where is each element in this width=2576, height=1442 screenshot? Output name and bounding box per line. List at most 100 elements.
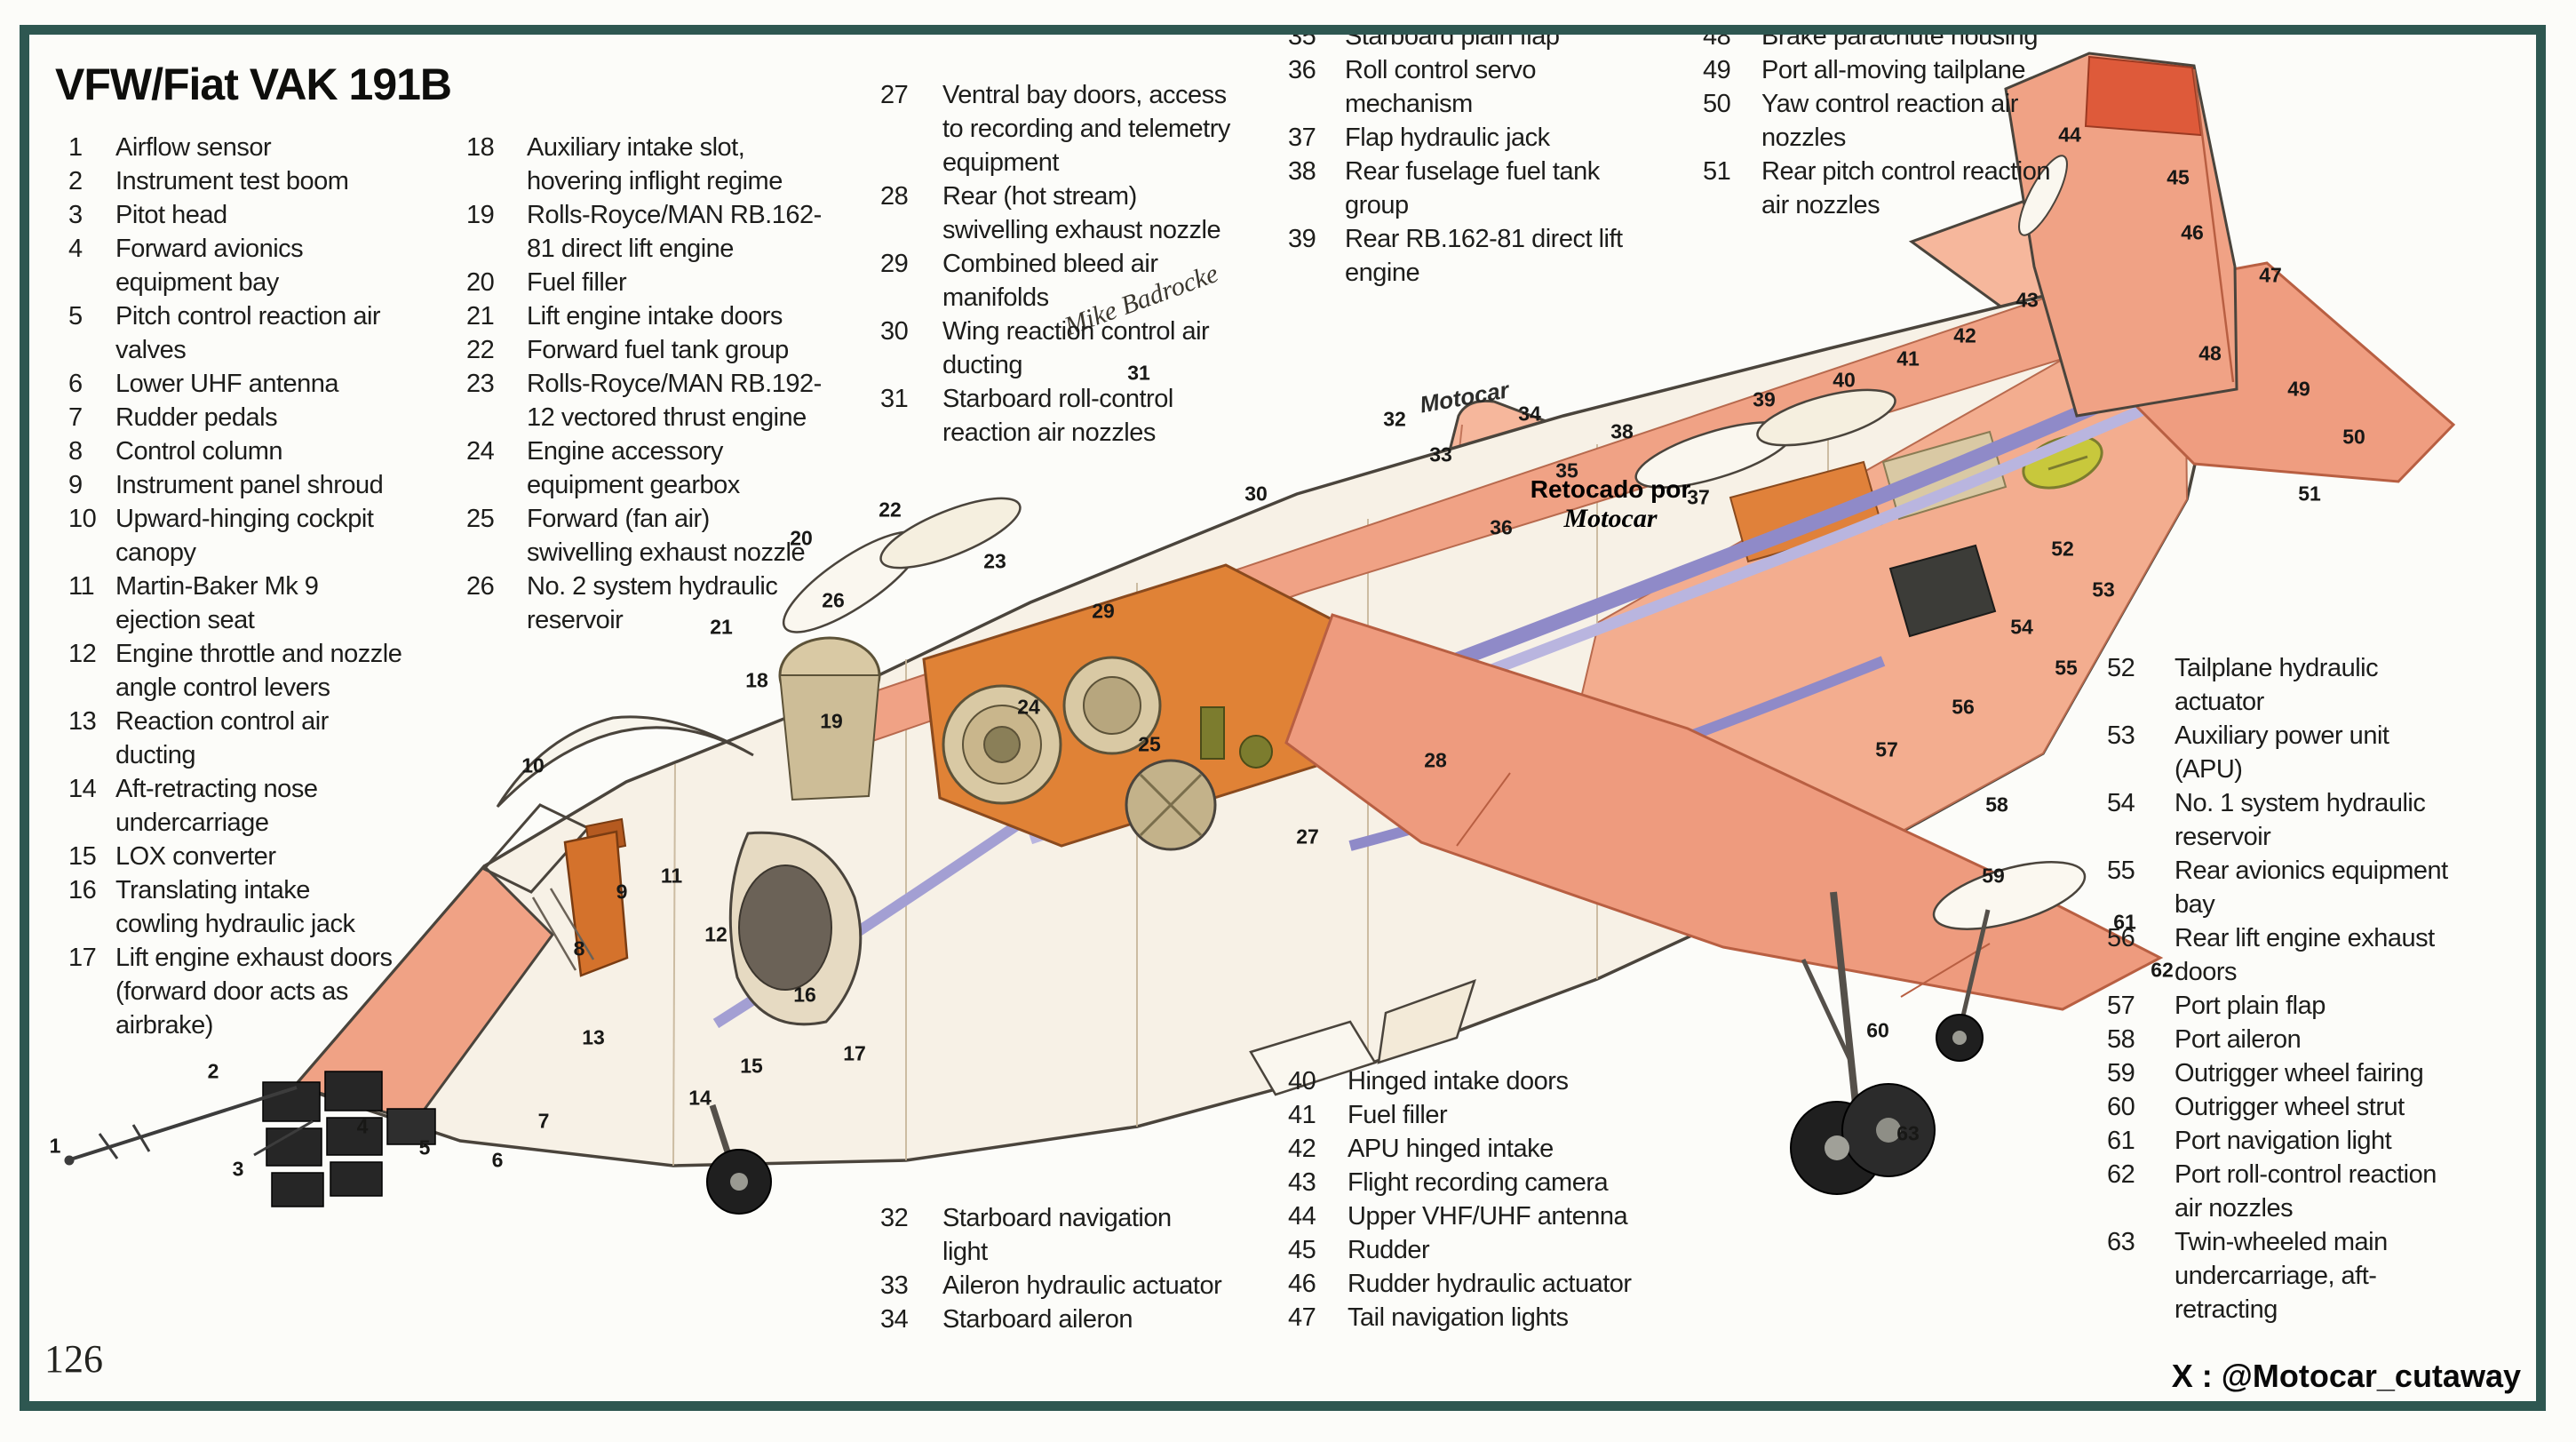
- callout-number-58: 58: [1985, 793, 2008, 817]
- outrigger-wheel-hub: [1952, 1031, 1967, 1045]
- legend-item-text: Port navigation light: [2174, 1127, 2392, 1155]
- nozzle-vanes: [1139, 773, 1203, 837]
- legend-item-number: 12: [68, 640, 97, 668]
- legend-item-number: 46: [1288, 1270, 1316, 1298]
- legend-item-number: 8: [68, 437, 83, 466]
- callout-number-2: 2: [207, 1059, 219, 1083]
- legend-item-text: Martin-Baker Mk 9 ejection seat: [115, 572, 319, 634]
- callout-number-52: 52: [2051, 537, 2074, 561]
- legend-item-text: APU hinged intake: [1348, 1135, 1554, 1163]
- callout-number-24: 24: [1017, 695, 1040, 719]
- legend-item-number: 52: [2107, 654, 2135, 682]
- legend-item-number: 34: [880, 1305, 909, 1334]
- legend-item-text: Airflow sensor: [115, 133, 272, 162]
- legend-item-number: 49: [1703, 56, 1731, 84]
- legend-item-text: Port roll-control reaction air nozzles: [2174, 1160, 2437, 1223]
- legend-item-13: 13 Reaction control air ducting: [68, 705, 486, 772]
- callout-number-13: 13: [582, 1025, 605, 1049]
- legend-item-text: Reaction control air ducting: [115, 707, 329, 769]
- watermark-retocado: Retocado por Motocar: [1499, 475, 1721, 533]
- avionics-black-boxes: [262, 1071, 436, 1207]
- legend-item-number: 9: [68, 471, 83, 499]
- instrument-test-boom-line: [67, 1086, 298, 1162]
- avionics-box: [324, 1071, 383, 1111]
- legend-item-34: 34 Starboard aileron: [880, 1303, 1271, 1336]
- watermark-retocado-line1: Retocado por: [1530, 475, 1691, 503]
- avionics-box: [266, 1127, 322, 1167]
- callout-number-18: 18: [745, 668, 768, 692]
- legend-item-text: Rudder pedals: [115, 403, 278, 432]
- legend-item-text: Starboard aileron: [942, 1305, 1133, 1334]
- legend-item-number: 16: [68, 876, 97, 904]
- outrigger-strut: [1959, 909, 1991, 1024]
- engine-fan-hub: [983, 726, 1021, 763]
- callout-number-34: 34: [1518, 402, 1541, 426]
- callout-number-22: 22: [879, 498, 902, 522]
- callout-number-28: 28: [1424, 748, 1447, 772]
- legend-item-number: 39: [1288, 225, 1316, 253]
- callout-number-8: 8: [573, 936, 585, 960]
- legend-item-number: 37: [1288, 123, 1316, 152]
- legend-item-number: 18: [466, 133, 495, 162]
- legend-item-text: Rudder hydraulic actuator: [1348, 1270, 1632, 1298]
- legend-item-number: 57: [2107, 992, 2135, 1020]
- callout-number-10: 10: [521, 753, 545, 777]
- callout-number-21: 21: [710, 615, 733, 639]
- legend-item-number: 33: [880, 1271, 909, 1300]
- legend-item-text: Outrigger wheel fairing: [2174, 1059, 2424, 1087]
- legend-item-text: No. 2 system hydraulic reservoir: [527, 572, 778, 634]
- legend-item-text: Rolls-Royce/MAN RB.192- 12 vectored thru…: [527, 370, 822, 432]
- legend-item-number: 41: [1288, 1101, 1316, 1129]
- callout-number-14: 14: [688, 1086, 712, 1110]
- forward-lift-engine-casing: [778, 674, 881, 801]
- fin-intake-door: [2018, 155, 2068, 236]
- legend-item-number: 29: [880, 250, 909, 278]
- legend-item-number: 24: [466, 437, 495, 466]
- legend-item-46: 46 Rudder hydraulic actuator: [1288, 1267, 1697, 1301]
- legend-item-number: 13: [68, 707, 97, 736]
- legend-item-number: 40: [1288, 1067, 1316, 1095]
- outrigger-wheel-fairing: [1932, 861, 2087, 930]
- callout-number-37: 37: [1687, 485, 1710, 509]
- legend-item-text: Aft-retracting nose undercarriage: [115, 775, 318, 837]
- callout-number-50: 50: [2342, 425, 2365, 449]
- avionics-box: [330, 1161, 383, 1197]
- callout-number-49: 49: [2287, 377, 2310, 401]
- legend-item-text: Flight recording camera: [1348, 1168, 1609, 1197]
- legend-item-number: 4: [68, 235, 83, 263]
- legend-item-text: Roll control servo mechanism: [1345, 56, 1537, 118]
- legend-item-text: Pitot head: [115, 201, 227, 229]
- flight-recorder-box: [1888, 544, 1997, 638]
- legend-item-text: Upper VHF/UHF antenna: [1348, 1202, 1628, 1231]
- legend-item-text: Port aileron: [2174, 1025, 2302, 1054]
- callout-number-31: 31: [1127, 361, 1150, 385]
- legend-item-text: Instrument panel shroud: [115, 471, 384, 499]
- avionics-box: [326, 1117, 383, 1156]
- callout-number-38: 38: [1610, 419, 1634, 443]
- callout-number-12: 12: [704, 922, 727, 946]
- callout-number-4: 4: [356, 1114, 369, 1138]
- callout-number-33: 33: [1429, 442, 1452, 466]
